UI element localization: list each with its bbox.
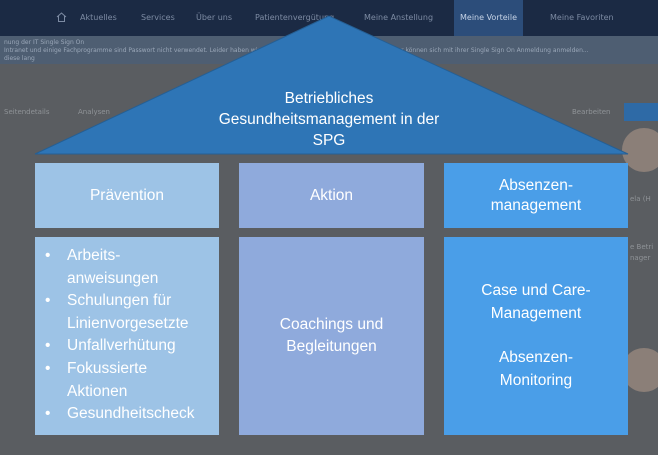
page-details-link[interactable]: Seitendetails [4,108,50,116]
notice-line: diese lang [4,55,35,62]
pillar-header-aktion: Aktion [239,163,424,228]
nav-item-services[interactable]: Services [141,13,175,22]
pillar-header-label: Absenzen- [498,176,574,194]
title-line: Betriebliches [284,90,374,107]
pillar-body-aktion: Coachings und Begleitungen [239,237,424,435]
bullet-line: Gesundheitscheck [67,405,195,423]
nav-item-meine-favoriten[interactable]: Meine Favoriten [550,13,614,22]
bullet-line: Linienvorgesetzte [67,314,189,332]
avatar [622,348,658,392]
roof-shape [34,15,629,155]
edit-link[interactable]: Bearbeiten [572,108,611,116]
home-icon [56,12,67,22]
pillar-body-group: Case und Care- Management [481,280,590,325]
bullet-item: Arbeits- anweisungen [45,245,219,290]
pillar-header-label: Aktion [309,186,354,204]
title-line: Gesundheitsmanagement in der [218,111,440,128]
pillar-body-line: Case und Care- [481,282,591,299]
pillar-body-absenzenmanagement: Case und Care- Management Absenzen- Moni… [444,237,628,435]
pillar-header-praevention: Prävention [35,163,219,228]
bullet-line: Fokussierte [67,359,148,377]
pillar-header-label: Prävention [89,186,165,204]
diagram-title: Betriebliches Gesundheitsmanagement in d… [190,88,468,151]
publish-button[interactable] [624,103,658,121]
nav-item-meine-anstellung[interactable]: Meine Anstellung [364,13,434,22]
pillar-body-line: Monitoring [499,371,573,389]
pillar-body-line: Absenzen- [498,349,574,366]
pillar-body-group: Absenzen- Monitoring [499,347,573,392]
bullet-line: Aktionen [67,382,128,400]
bullet-line: Arbeits- [67,247,121,264]
pillar-body-line: Coachings und [279,315,384,333]
notice-line: nung der IT Single Sign On [4,39,85,46]
nav-item-meine-vorteile[interactable]: Meine Vorteile [454,0,524,36]
pillar-body-line: Management [490,304,582,322]
bullet-item: Unfallverhütung [45,335,219,358]
side-text-fragment: e Betri [630,243,654,251]
analytics-link[interactable]: Analysen [78,108,110,116]
pillar-header-label: management [490,196,582,214]
bullet-item: Gesundheitscheck [45,403,219,426]
nav-item-patientenverguetung[interactable]: Patientenvergütung [255,13,335,22]
bullet-line: Schulungen für [67,292,172,310]
bullet-item: Schulungen für Linienvorgesetzte [45,290,219,335]
bullet-item: Fokussierte Aktionen [45,358,219,403]
pillar-body-line: Begleitungen [286,338,377,355]
pillar-body-praevention: Arbeits- anweisungen Schulungen für Lini… [35,237,219,435]
bullet-line: anweisungen [67,269,159,287]
side-text-fragment: nager [630,254,651,262]
title-line: SPG [312,132,346,149]
bullet-line: Unfallverhütung [67,337,176,355]
nav-item-ueber-uns[interactable]: Über uns [196,13,232,22]
pillar-header-absenzenmanagement: Absenzen- management [444,163,628,228]
bullet-list: Arbeits- anweisungen Schulungen für Lini… [35,237,219,426]
avatar [622,128,658,172]
nav-item-aktuelles[interactable]: Aktuelles [80,13,117,22]
side-text-fragment: ela (H [630,195,651,203]
